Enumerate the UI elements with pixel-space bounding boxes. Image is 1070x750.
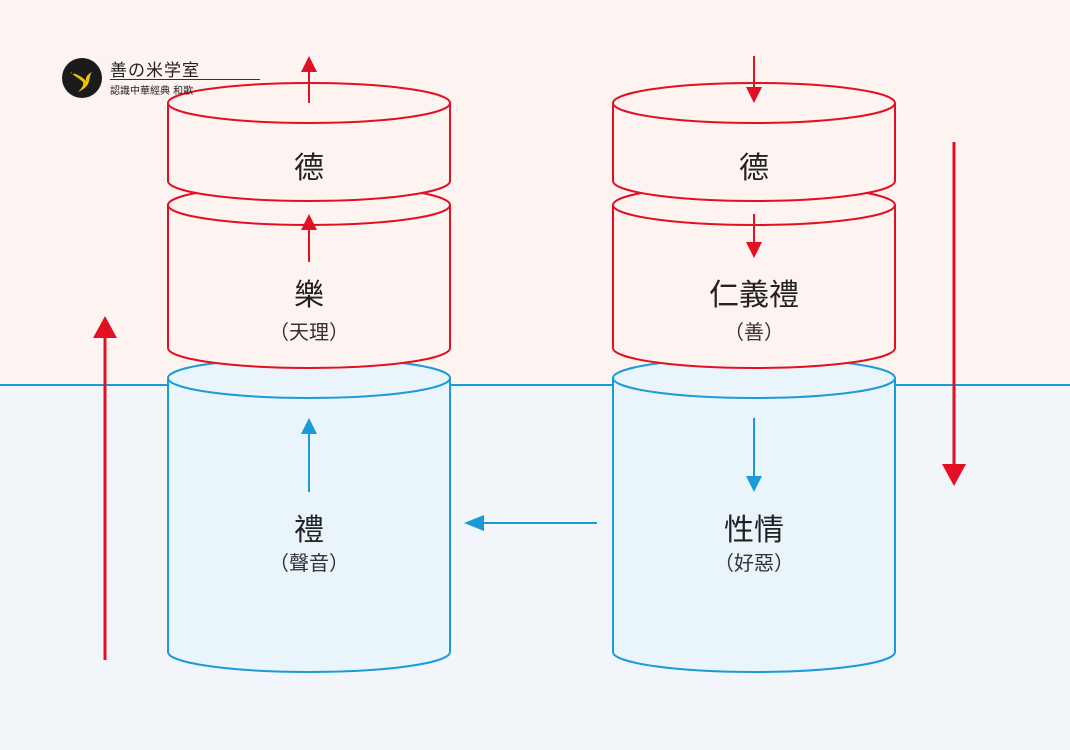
right-top-down-arrow	[746, 56, 762, 103]
left-middle-up-arrow	[301, 214, 317, 262]
right-middle-sublabel: （善）	[724, 320, 784, 344]
logo-divider	[110, 79, 260, 80]
right-bottom-down-arrow	[746, 418, 762, 492]
right-top-cylinder	[612, 82, 896, 202]
left-middle-sublabel: （天理）	[269, 320, 349, 344]
lower-region	[0, 385, 1070, 750]
left-middle-label: 樂	[294, 278, 324, 313]
right-bottom-label: 性情	[724, 513, 784, 548]
right-middle-down-arrow	[746, 214, 762, 258]
left-bottom-sublabel: （聲音）	[269, 551, 349, 575]
left-top-up-arrow	[301, 56, 317, 103]
logo-title: 善の米学室	[110, 61, 200, 81]
left-top-label: 德	[294, 151, 324, 186]
bird-icon	[62, 58, 102, 98]
left-bottom-cylinder	[167, 357, 451, 673]
right-middle-label: 仁義禮	[709, 278, 799, 313]
long-up-arrow	[93, 316, 117, 660]
right-top-label: 德	[739, 151, 769, 186]
logo-subtitle: 認識中華經典 和歌	[110, 86, 194, 97]
long-down-arrow	[942, 142, 966, 486]
left-bottom-up-arrow	[301, 418, 317, 492]
horizontal-left-arrow	[464, 515, 597, 531]
right-bottom-cylinder	[612, 357, 896, 673]
logo: 善の米学室 認識中華經典 和歌	[62, 56, 260, 100]
left-bottom-label: 禮	[294, 513, 324, 548]
right-bottom-sublabel: （好惡）	[714, 551, 794, 575]
